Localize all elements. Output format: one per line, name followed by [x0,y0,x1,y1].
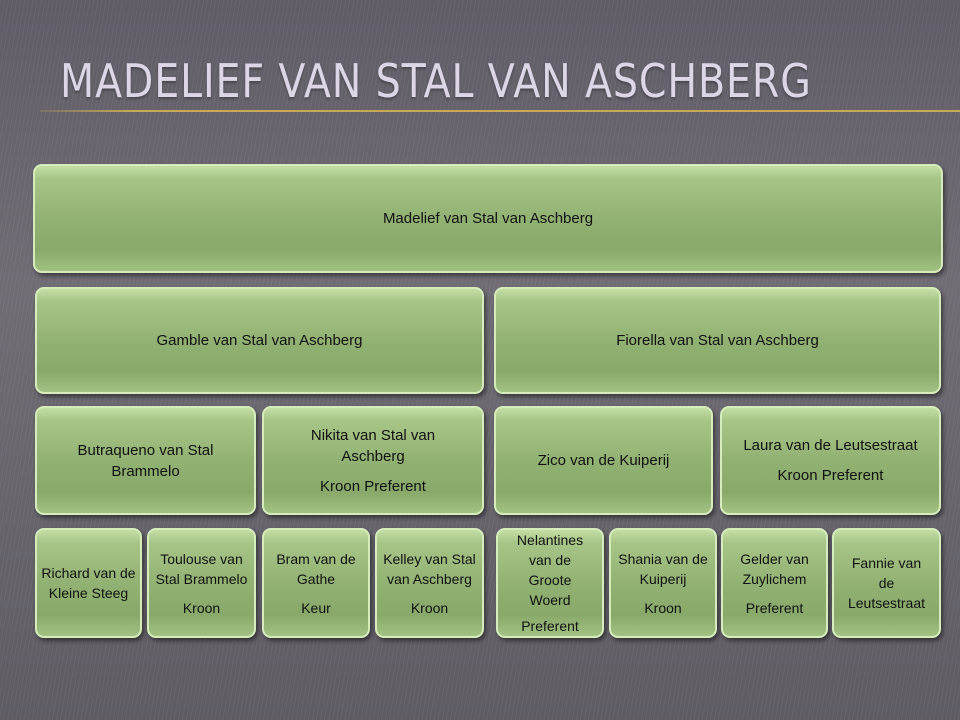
node-grandparent[interactable]: Laura van de Leutsestraat Kroon Preferen… [720,406,941,515]
node-grade: Kroon [644,599,682,616]
node-grandparent[interactable]: Butraqueno van Stal Brammelo [35,406,256,515]
node-grade: Kroon [182,599,221,616]
node-name: Gelder van Zuylichem [740,550,809,587]
node-great-grandparent[interactable]: Fannie van de Leutsestraat [832,528,941,638]
node-sire[interactable]: Gamble van Stal van Aschberg [35,287,484,394]
node-great-grandparent[interactable]: Richard van de Kleine Steeg [35,528,142,638]
node-name: Nikita van Stal van Aschberg [310,426,436,465]
node-great-grandparent[interactable]: Gelder van Zuylichem Preferent [721,528,828,638]
node-name: Toulouse van Stal Brammelo [155,550,248,587]
node-grade: Kroon [410,599,449,616]
slide-title: MADELIEF VAN STAL VAN ASCHBERG [60,54,812,108]
node-great-grandparent[interactable]: Bram van de Gathe Keur [262,528,370,638]
node-grade: Preferent [521,618,579,634]
node-name: Shania van de Kuiperij [618,550,708,587]
node-name: Nelantines van de Groote Woerd [516,532,584,608]
node-name: Zico van de Kuiperij [537,452,670,469]
node-name: Madelief van Stal van Aschberg [382,210,594,227]
node-name: Kelley van Stal van Aschberg [383,550,476,587]
title-divider [40,110,960,112]
node-name: Fiorella van Stal van Aschberg [616,332,819,349]
node-grade: Preferent [745,599,804,616]
node-dam[interactable]: Fiorella van Stal van Aschberg [494,287,941,394]
node-name: Gamble van Stal van Aschberg [156,332,363,349]
node-subject[interactable]: Madelief van Stal van Aschberg [33,164,943,273]
node-grandparent[interactable]: Nikita van Stal van Aschberg Kroon Prefe… [262,406,484,515]
node-great-grandparent[interactable]: Toulouse van Stal Brammelo Kroon [147,528,256,638]
node-great-grandparent[interactable]: Nelantines van de Groote Woerd Preferent [496,528,604,638]
node-grade: Kroon Preferent [320,477,426,495]
node-name: Laura van de Leutsestraat [743,437,918,454]
node-grandparent[interactable]: Zico van de Kuiperij [494,406,713,515]
node-name: Butraqueno van Stal Brammelo [77,441,214,480]
node-grade: Kroon Preferent [777,467,884,484]
node-name: Richard van de Kleine Steeg [41,565,136,601]
node-grade: Keur [301,599,331,616]
node-name: Bram van de Gathe [276,550,356,587]
node-great-grandparent[interactable]: Shania van de Kuiperij Kroon [609,528,717,638]
node-great-grandparent[interactable]: Kelley van Stal van Aschberg Kroon [375,528,484,638]
node-name: Fannie van de Leutsestraat [847,555,926,611]
